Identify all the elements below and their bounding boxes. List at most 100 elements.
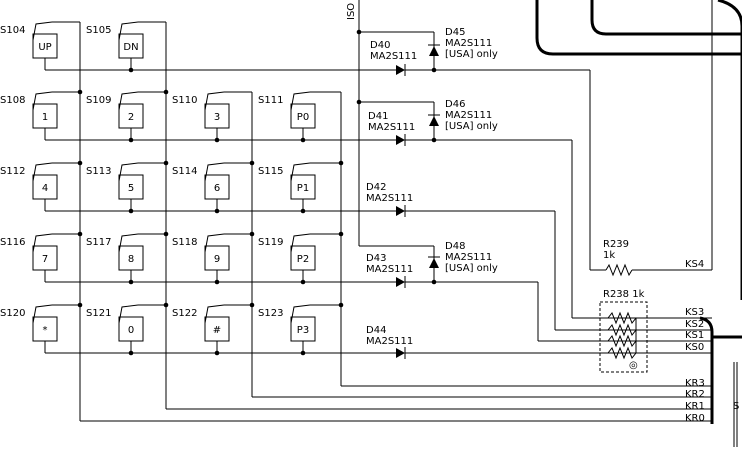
iso-diode-wiring bbox=[358, 0, 435, 282]
diode-d44-symbol bbox=[396, 347, 406, 359]
switch-body bbox=[32, 174, 58, 200]
switch-body bbox=[204, 103, 230, 129]
net-label-ks3: KS3 bbox=[685, 307, 704, 318]
switch-key-label: 8 bbox=[128, 254, 134, 265]
diode-note-d45: [USA] only bbox=[445, 49, 498, 60]
switch-key-label: 9 bbox=[214, 254, 220, 265]
switch-ref-label: S109 bbox=[86, 95, 111, 106]
switch-ref-label: S121 bbox=[86, 308, 111, 319]
switch-body bbox=[290, 174, 316, 200]
resistor-array-r238 bbox=[599, 301, 648, 373]
switch-actuator bbox=[118, 162, 139, 182]
switch-ref-label: S117 bbox=[86, 237, 111, 248]
switch-actuator bbox=[118, 304, 139, 324]
switch-key-label: 0 bbox=[128, 325, 134, 336]
diode-part-d42: MA2S111 bbox=[366, 193, 413, 204]
net-label-kr3: KR3 bbox=[685, 378, 705, 389]
diode-ref-d41: D41 bbox=[368, 111, 388, 122]
net-label-ks2: KS2 bbox=[685, 319, 704, 330]
switch-actuator bbox=[32, 21, 53, 41]
switch-key-label: DN bbox=[123, 42, 138, 53]
resistor-ref-r238: R238 1k bbox=[603, 289, 645, 300]
switch-body bbox=[32, 103, 58, 129]
switch-s110: S110 3 bbox=[172, 91, 230, 129]
switch-body bbox=[204, 174, 230, 200]
switch-body bbox=[32, 245, 58, 271]
switch-body bbox=[32, 33, 58, 59]
switch-body bbox=[290, 103, 316, 129]
switch-actuator bbox=[290, 162, 311, 182]
switch-key-label: P3 bbox=[297, 325, 309, 336]
net-label-ks4: KS4 bbox=[685, 259, 704, 270]
switch-ref-label: S108 bbox=[0, 95, 25, 106]
switch-ref-label: S116 bbox=[0, 237, 25, 248]
diode-note-d46: [USA] only bbox=[445, 121, 498, 132]
switch-key-label: # bbox=[213, 325, 221, 336]
switch-key-label: P1 bbox=[297, 183, 309, 194]
switch-actuator bbox=[118, 21, 139, 41]
diode-part-d41: MA2S111 bbox=[368, 122, 415, 133]
diode-d41-symbol bbox=[396, 134, 406, 146]
diode-d43-symbol bbox=[396, 276, 406, 288]
net-label-ks1: KS1 bbox=[685, 330, 704, 341]
diode-d46-symbol bbox=[428, 114, 440, 126]
switch-s120: S120* bbox=[0, 304, 58, 342]
switch-body bbox=[118, 103, 144, 129]
switch-body bbox=[204, 245, 230, 271]
switch-key-label: 3 bbox=[214, 112, 220, 123]
switch-actuator bbox=[290, 91, 311, 111]
switch-ref-label: S120 bbox=[0, 308, 25, 319]
switch-ref-label: S110 bbox=[172, 95, 197, 106]
switch-ref-label: S115 bbox=[258, 166, 283, 177]
switch-ref-label: S122 bbox=[172, 308, 197, 319]
switch-actuator bbox=[204, 162, 225, 182]
switch-ref-label: S123 bbox=[258, 308, 283, 319]
diode-d45-symbol bbox=[428, 44, 440, 56]
edge-text: S bbox=[733, 401, 739, 412]
switch-actuator bbox=[204, 304, 225, 324]
iso-label: ISO bbox=[346, 3, 357, 20]
switch-key-label: 7 bbox=[42, 254, 48, 265]
diode-note-d48: [USA] only bbox=[445, 263, 498, 274]
switch-body bbox=[118, 33, 144, 59]
diode-ref-d44: D44 bbox=[366, 325, 386, 336]
ks-routing bbox=[80, 0, 713, 422]
switch-group: S104UPS105DNS1081S1092S1103S111P0S1124S1… bbox=[0, 21, 316, 342]
switch-body bbox=[290, 245, 316, 271]
switch-s109: S109 2 bbox=[86, 91, 144, 129]
diode-part-d46: MA2S111 bbox=[445, 110, 492, 121]
switch-actuator bbox=[32, 233, 53, 253]
resistor-ref-r239: R239 bbox=[603, 239, 629, 250]
diode-ref-d45: D45 bbox=[445, 27, 465, 38]
diode-part-d45: MA2S111 bbox=[445, 38, 492, 49]
net-label-kr1: KR1 bbox=[685, 401, 705, 412]
diode-ref-d46: D46 bbox=[445, 99, 465, 110]
diode-ref-d40: D40 bbox=[370, 40, 390, 51]
switch-actuator bbox=[118, 91, 139, 111]
switch-ref-label: S118 bbox=[172, 237, 197, 248]
switch-s116: S116 7 bbox=[0, 233, 58, 271]
switch-body bbox=[32, 316, 58, 342]
diode-d42-symbol bbox=[396, 205, 406, 217]
switch-actuator bbox=[32, 162, 53, 182]
resistor-value-r239: 1k bbox=[603, 250, 615, 261]
diode-part-d43: MA2S111 bbox=[366, 264, 413, 275]
switch-key-label: 2 bbox=[128, 112, 134, 123]
switch-actuator bbox=[290, 304, 311, 324]
resistor-array-mark: ◎ bbox=[629, 360, 638, 371]
switch-matrix-wiring bbox=[44, 21, 396, 421]
switch-actuator bbox=[290, 233, 311, 253]
switch-body bbox=[118, 245, 144, 271]
switch-actuator bbox=[32, 304, 53, 324]
diode-d40-symbol bbox=[396, 64, 406, 76]
net-label-kr0: KR0 bbox=[685, 413, 705, 424]
switch-key-label: 1 bbox=[42, 112, 48, 123]
switch-key-label: UP bbox=[38, 42, 51, 53]
switch-s121: S121 0 bbox=[86, 304, 144, 342]
